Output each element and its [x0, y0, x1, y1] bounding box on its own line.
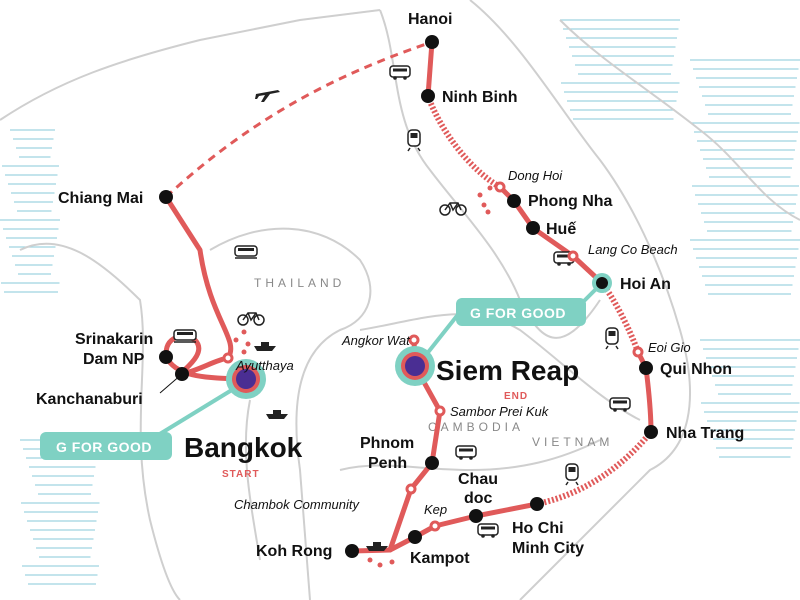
- label-lang-co-beach: Lang Co Beach: [588, 242, 678, 257]
- dotted-loops: [233, 185, 493, 568]
- train-icon: [173, 329, 197, 343]
- label-koh-rong: Koh Rong: [256, 543, 332, 560]
- label-kampot: Kampot: [410, 550, 470, 567]
- label-chau-doc-2: doc: [464, 490, 493, 507]
- label-hcmc: Ho Chi: [512, 520, 564, 537]
- g-for-good-badge-siem-reap: [456, 298, 586, 326]
- label-kep: Kep: [424, 502, 447, 517]
- siem-reap-marker: [395, 346, 435, 386]
- label-chambok: Chambok Community: [234, 497, 360, 512]
- bus-icon: [477, 523, 499, 539]
- stop-markers: [159, 35, 658, 558]
- country-cambodia: CAMBODIA: [428, 420, 524, 434]
- stop-labels: Hanoi Ninh Binh Dong Hoi Phong Nha Huế L…: [36, 11, 744, 567]
- g-for-good-badge-bangkok: [40, 432, 172, 460]
- label-chiang-mai: Chiang Mai: [58, 190, 143, 207]
- label-nha-trang: Nha Trang: [666, 425, 744, 442]
- bus-icon: [389, 65, 411, 81]
- g-for-good-label: G FOR GOOD: [56, 439, 152, 455]
- label-ayutthaya: Ayutthaya: [235, 358, 294, 373]
- label-phnom-penh: Phnom: [360, 435, 414, 452]
- start-tag: START: [222, 469, 260, 480]
- label-qui-nhon: Qui Nhon: [660, 361, 732, 378]
- country-thailand: THAILAND: [254, 276, 345, 290]
- label-ninh-binh: Ninh Binh: [442, 89, 518, 106]
- label-hanoi: Hanoi: [408, 11, 452, 28]
- flight-route: [164, 40, 433, 199]
- country-vietnam: VIETNAM: [532, 435, 613, 449]
- label-hcmc-2: Minh City: [512, 540, 584, 557]
- label-phnom-penh-2: Penh: [368, 455, 407, 472]
- label-srinakarin: Srinakarin: [75, 331, 153, 348]
- train-icon: [234, 245, 258, 259]
- bus-icon: [609, 397, 631, 413]
- label-siem-reap: Siem Reap: [436, 355, 579, 386]
- label-hue: Huế: [546, 221, 576, 238]
- label-sambor-prei-kuk: Sambor Prei Kuk: [450, 404, 550, 419]
- label-bangkok: Bangkok: [184, 432, 303, 463]
- label-chau-doc: Chau: [458, 471, 498, 488]
- g-for-good-badges: G FOR GOOD G FOR GOOD: [40, 283, 602, 460]
- label-eoi-gio: Eoi Gio: [648, 340, 691, 355]
- label-dong-hoi: Dong Hoi: [508, 168, 563, 183]
- g-for-good-label: G FOR GOOD: [470, 305, 566, 321]
- end-tag: END: [504, 391, 528, 402]
- label-kanchanaburi: Kanchanaburi: [36, 391, 143, 408]
- label-hoi-an: Hoi An: [620, 276, 671, 293]
- label-phong-nha: Phong Nha: [528, 193, 613, 210]
- bus-icon: [455, 445, 477, 461]
- country-labels: THAILAND CAMBODIA VIETNAM: [254, 276, 613, 449]
- bangkok-marker: [226, 359, 266, 399]
- label-srinakarin-2: Dam NP: [83, 351, 145, 368]
- label-angkor-wat: Angkor Wat: [341, 333, 411, 348]
